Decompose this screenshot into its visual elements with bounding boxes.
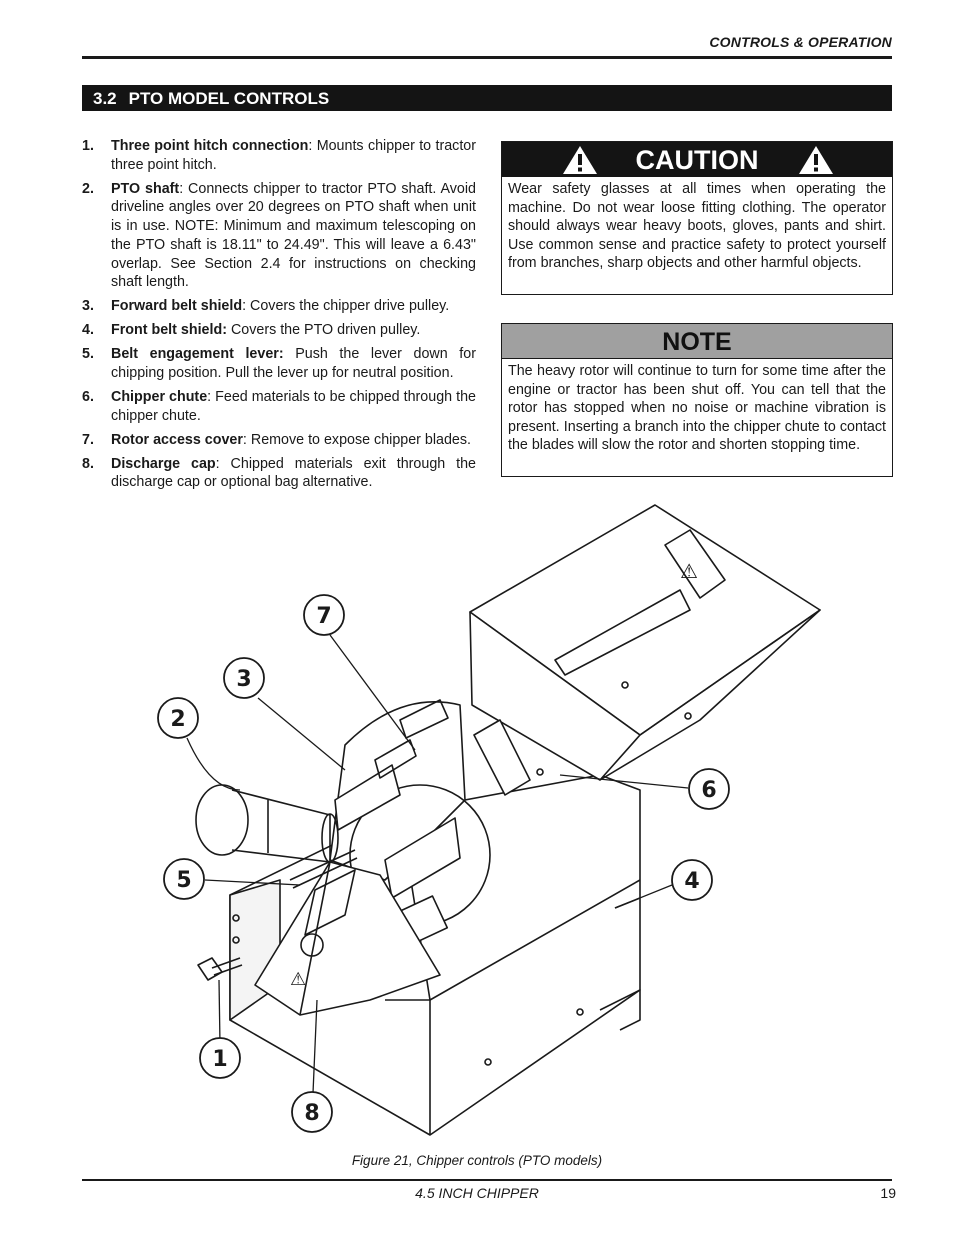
callout-4: 4 (671, 859, 713, 901)
control-term: Front belt shield: (111, 322, 227, 339)
callout-8: 8 (291, 1091, 333, 1133)
control-item: 7. Rotor access cover: Remove to expose c… (82, 431, 476, 450)
warning-triangle-icon (563, 146, 597, 174)
control-number: 2. (82, 180, 94, 197)
figure-caption: Figure 21, Chipper controls (PTO models) (351, 1153, 603, 1168)
page-number: 19 (880, 1185, 896, 1201)
hitch-pin-drawing (197, 957, 243, 981)
callout-2: 2 (157, 697, 199, 739)
header-rule (82, 56, 892, 59)
control-description: : Feed materials to be chipped through t… (111, 388, 476, 424)
control-term: Discharge cap (111, 455, 216, 472)
running-header: CONTROLS & OPERATION (709, 34, 892, 50)
control-description: : Connects chipper to tractor PTO shaft.… (111, 180, 476, 291)
leader-lines (186, 634, 689, 1094)
controls-list: 1. Three point hitch connection: Mounts c… (82, 137, 476, 497)
note-title: NOTE (502, 324, 892, 359)
control-number: 6. (82, 388, 94, 405)
caution-title: CAUTION (635, 145, 759, 175)
callout-number: 7 (316, 604, 331, 629)
control-description: : Remove to expose chipper blades. (242, 431, 472, 448)
control-number: 8. (82, 455, 94, 472)
control-description: : Mounts chipper to tractor three point … (111, 138, 476, 173)
control-item: 4. Front belt shield: Covers the PTO driv… (82, 321, 476, 340)
callout-6: 6 (688, 768, 730, 810)
callout-number: 8 (304, 1101, 319, 1126)
callout-number: 4 (684, 869, 699, 894)
control-term: PTO shaft (111, 180, 180, 197)
control-description: : Chipped materials exit through the dis… (111, 455, 476, 491)
callout-number: 5 (176, 868, 191, 893)
footer-title: 4.5 INCH CHIPPER (415, 1185, 539, 1201)
control-term: Forward belt shield (111, 298, 243, 315)
control-term: Three point hitch connection (111, 138, 309, 154)
section-number: 3.2 (93, 89, 117, 108)
control-item: 2. PTO shaft: Connects chipper to tractor… (82, 180, 476, 292)
control-term: Rotor access cover (111, 431, 243, 448)
control-number: 3. (82, 298, 94, 315)
control-term: Belt engagement lever: (111, 346, 284, 363)
control-description: Push the lever down for chipping positio… (111, 346, 476, 381)
chipper-diagram: ⚠ ⚠ 1 2 3 4 (157, 504, 821, 1136)
section-title: PTO MODEL CONTROLS (128, 89, 330, 108)
pto-shaft-drawing (195, 784, 339, 863)
chipper-chute-drawing: ⚠ (469, 504, 821, 796)
section-heading: 3.2 PTO MODEL CONTROLS (82, 85, 892, 111)
note-box: NOTE The heavy rotor will continue to tu… (501, 323, 893, 477)
control-number: 4. (82, 322, 94, 339)
control-number: 7. (82, 431, 94, 448)
control-description: Covers the PTO driven pulley. (226, 322, 421, 339)
control-term: Chipper chute (111, 388, 208, 405)
callout-labels: 1 2 3 4 5 6 7 8 (157, 594, 730, 1133)
callout-1: 1 (199, 1037, 241, 1079)
caution-box: CAUTION Wear safety glasses at all times… (501, 141, 893, 295)
callout-number: 6 (701, 778, 716, 803)
belt-lever-drawing (289, 849, 358, 889)
control-item: 3. Forward belt shield: Covers the chippe… (82, 297, 476, 316)
control-item: 1. Three point hitch connection: Mounts c… (82, 137, 476, 174)
callout-number: 1 (212, 1047, 227, 1072)
callout-7: 7 (303, 594, 345, 636)
control-number: 1. (82, 138, 94, 154)
discharge-cap-drawing: ⚠ (254, 861, 441, 1016)
control-description: : Covers the chipper drive pulley. (242, 298, 450, 315)
control-item: 6. Chipper chute: Feed materials to be ch… (82, 388, 476, 425)
svg-text:⚠: ⚠ (680, 559, 698, 583)
caution-header: CAUTION (502, 142, 892, 177)
callout-5: 5 (163, 858, 205, 900)
caution-text: Wear safety glasses at all times when op… (508, 181, 886, 272)
control-item: 5. Belt engagement lever: Push the lever … (82, 345, 476, 382)
callout-number: 2 (170, 707, 185, 732)
control-number: 5. (82, 346, 94, 363)
control-item: 8. Discharge cap: Chipped materials exit … (82, 455, 476, 492)
note-text: The heavy rotor will continue to turn fo… (508, 363, 886, 454)
warning-triangle-icon (799, 146, 833, 174)
footer-rule (82, 1179, 892, 1181)
callout-number: 3 (236, 667, 251, 692)
callout-3: 3 (223, 657, 265, 699)
svg-text:⚠: ⚠ (290, 969, 306, 990)
